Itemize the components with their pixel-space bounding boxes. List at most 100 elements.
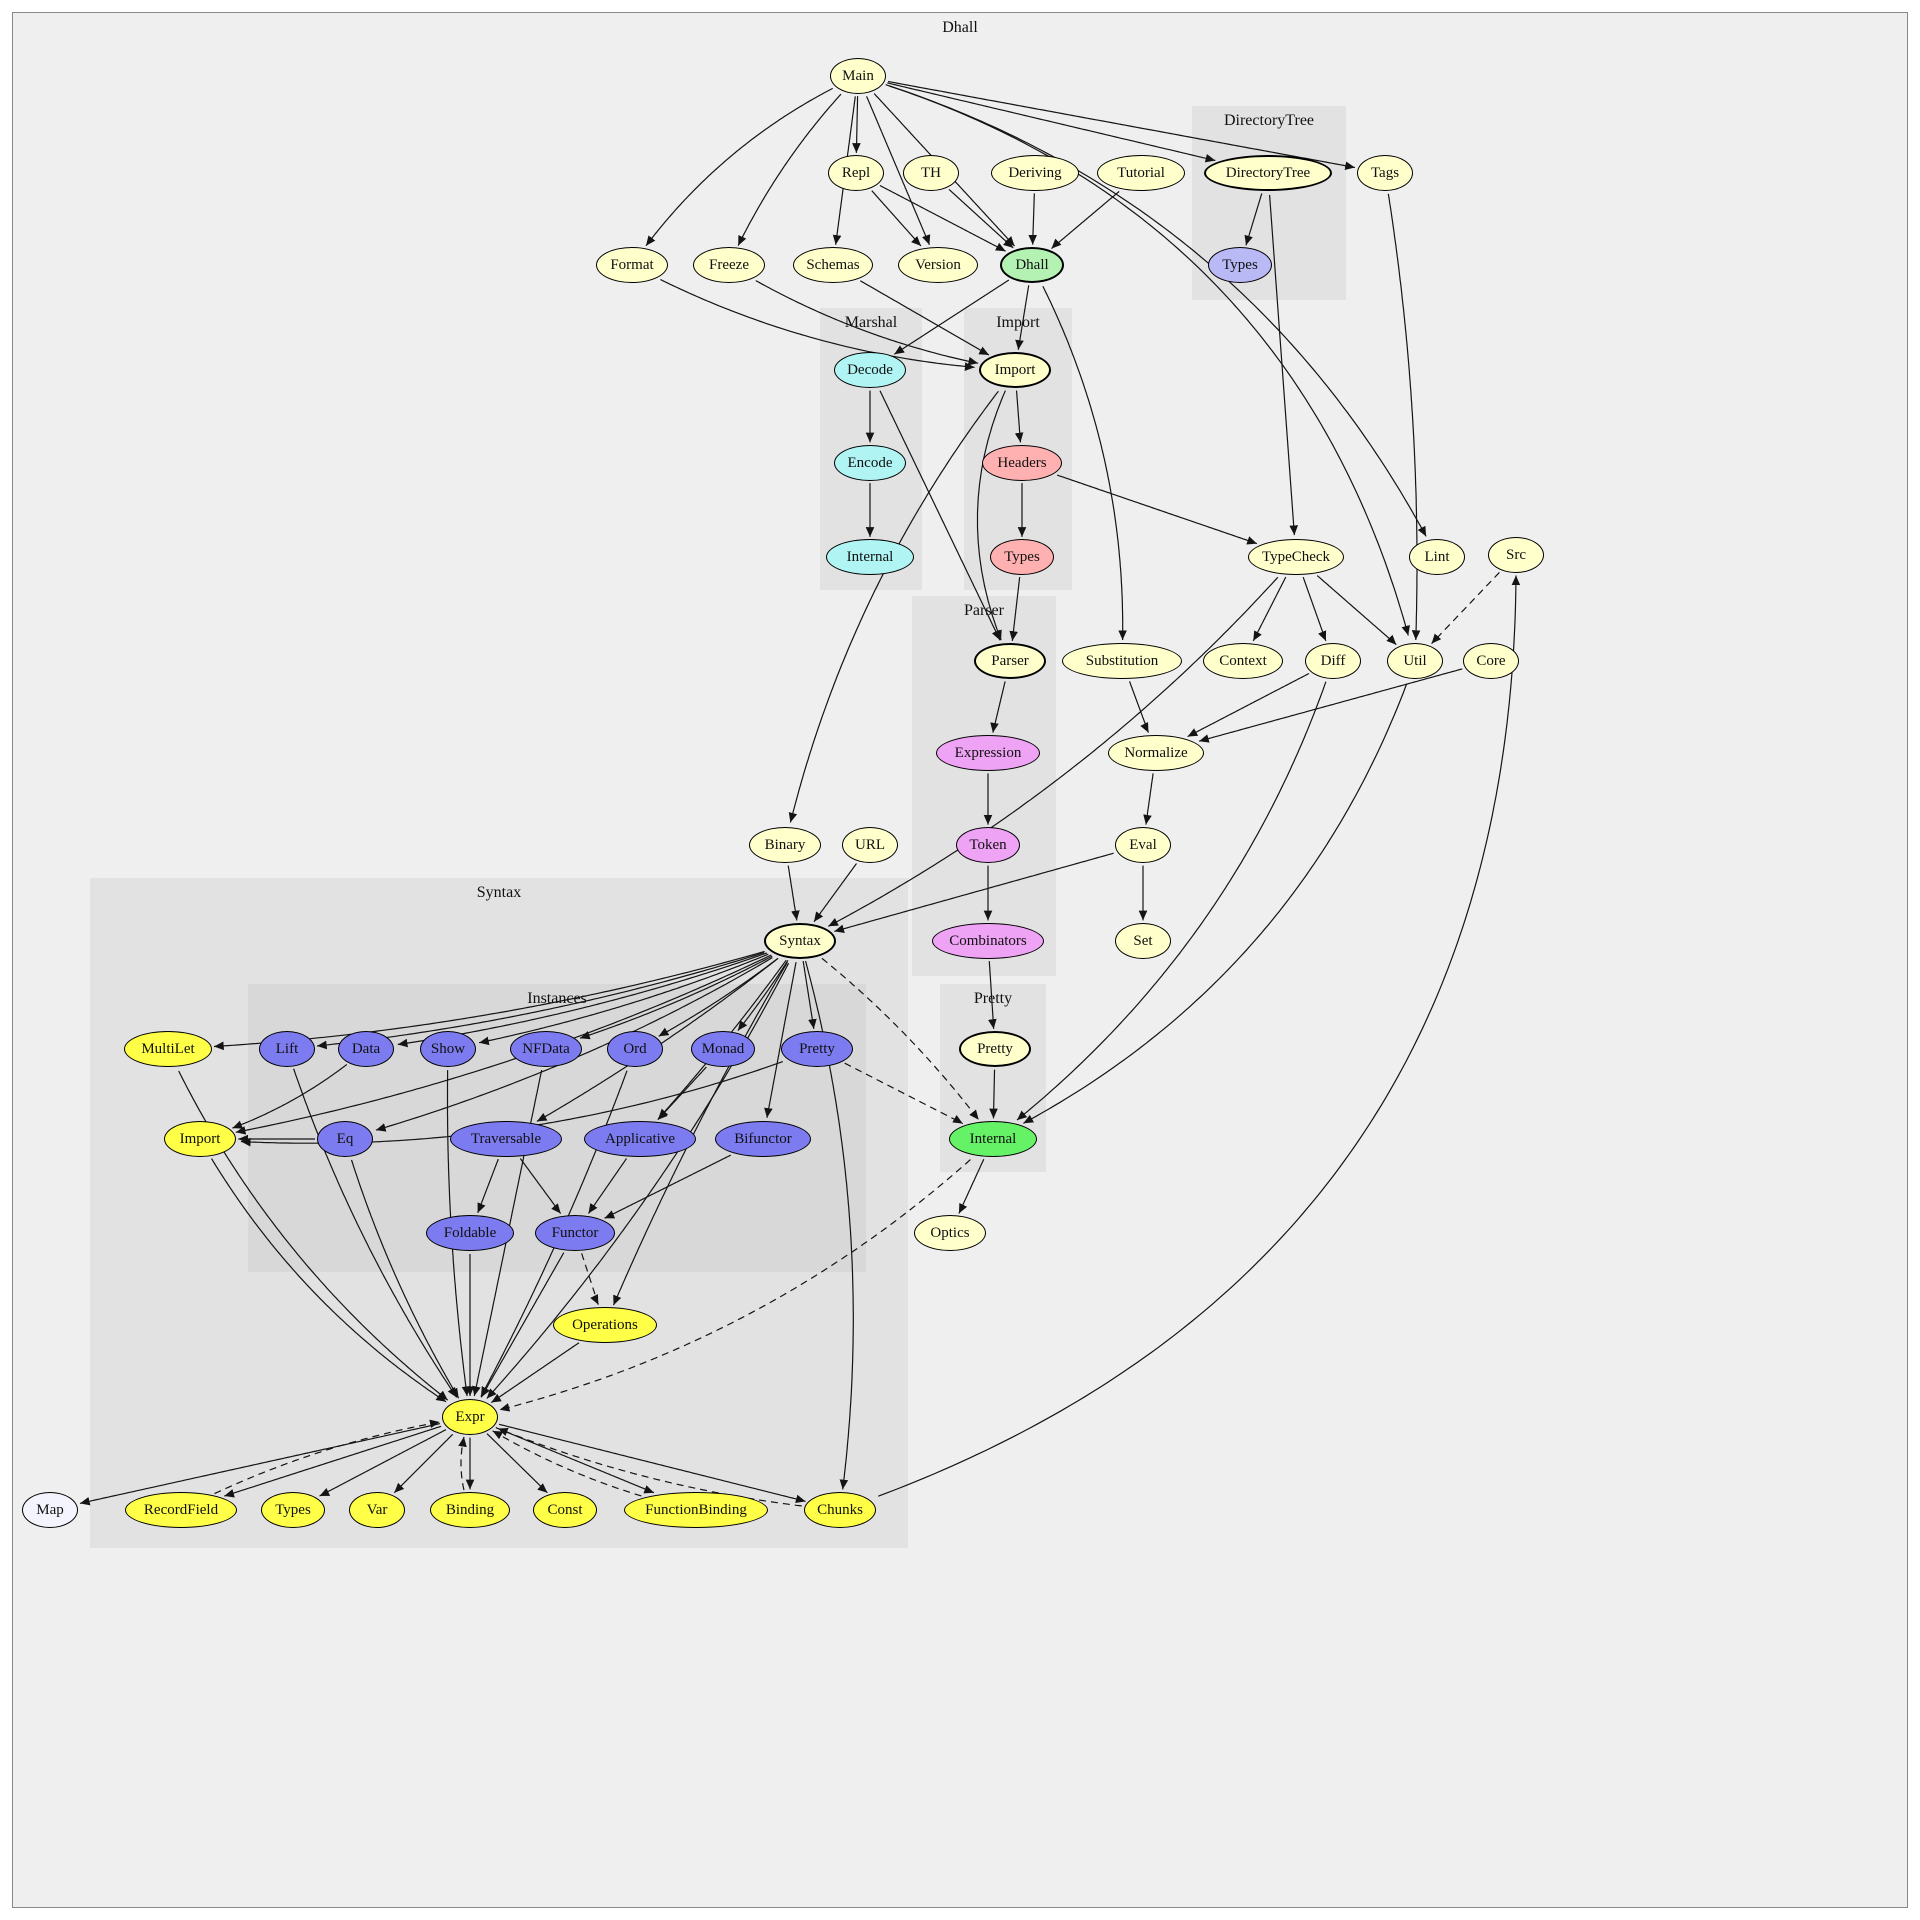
edge-combinators-pretty (988, 961, 997, 1029)
node-foldable: Foldable (426, 1215, 514, 1251)
edge-pretty_i-internal_p (844, 1062, 964, 1125)
node-label-internal_p: Internal (969, 1130, 1017, 1147)
node-binding: Binding (430, 1492, 510, 1528)
node-operations: Operations (553, 1307, 657, 1343)
edge-diff-normalize (1187, 672, 1310, 738)
node-label-core: Core (1476, 652, 1506, 669)
node-label-dhall: Dhall (1015, 256, 1049, 273)
node-label-recordfield: RecordField (143, 1501, 219, 1518)
cluster-label-syntax: Syntax (476, 884, 522, 901)
node-chunks: Chunks (804, 1492, 876, 1528)
node-context: Context (1203, 643, 1283, 679)
node-label-typecheck: TypeCheck (1261, 548, 1331, 565)
node-label-functionbinding: FunctionBinding (645, 1501, 747, 1518)
edge-syntax-show (478, 953, 769, 1046)
node-label-monad: Monad (701, 1040, 745, 1057)
edge-repl-version (871, 190, 922, 247)
edge-syntax-nfdata (579, 955, 773, 1040)
node-label-dt_types: Types (1222, 256, 1258, 273)
node-headers: Headers (982, 445, 1062, 481)
edge-expr-var (393, 1433, 454, 1494)
edge-operations-expr (490, 1342, 580, 1404)
node-eval: Eval (1115, 827, 1171, 863)
node-label-token: Token (969, 836, 1007, 853)
edge-applicative-functor (588, 1158, 627, 1214)
node-var: Var (349, 1492, 405, 1528)
node-token: Token (956, 827, 1020, 863)
edge-expr-map (79, 1423, 441, 1506)
node-label-nfdata: NFData (522, 1040, 570, 1057)
edge-expr-chunks (498, 1423, 806, 1504)
edge-main-format (645, 87, 833, 247)
node-th: TH (903, 155, 959, 191)
node-label-src: Src (1506, 546, 1526, 563)
node-label-set: Set (1133, 932, 1153, 949)
edge-dhall-substitution (1042, 286, 1127, 640)
node-label-pretty_i: Pretty (799, 1040, 835, 1057)
node-label-freeze: Freeze (709, 256, 749, 273)
cluster-label-dhall: Dhall (942, 19, 978, 36)
node-label-parser: Parser (991, 652, 1029, 669)
node-label-chunks: Chunks (817, 1501, 863, 1518)
node-version: Version (898, 247, 978, 283)
edge-binding-expr (458, 1436, 467, 1491)
node-label-directorytree: DirectoryTree (1225, 164, 1311, 181)
node-eq: Eq (317, 1121, 373, 1157)
edge-util-internal_p (1023, 683, 1408, 1124)
cluster-label-directorytree: DirectoryTree (1223, 112, 1315, 129)
node-tutorial: Tutorial (1097, 155, 1185, 191)
node-label-foldable: Foldable (443, 1224, 497, 1241)
edge-main-freeze (737, 93, 842, 246)
node-label-const: Const (547, 1501, 583, 1518)
node-expression: Expression (936, 735, 1040, 771)
node-pretty_i: Pretty (781, 1031, 853, 1067)
node-label-deriving: Deriving (1008, 164, 1062, 181)
node-label-functor: Functor (551, 1224, 599, 1241)
node-import_types: Types (990, 539, 1054, 575)
node-monad: Monad (691, 1031, 755, 1067)
node-label-data: Data (351, 1040, 381, 1057)
edge-syntax-bifunctor (764, 962, 797, 1118)
edge-expr-syntax_types (319, 1429, 447, 1497)
node-pretty: Pretty (959, 1031, 1031, 1067)
edge-substitution-normalize (1128, 681, 1150, 733)
node-data: Data (338, 1031, 394, 1067)
node-label-version: Version (915, 256, 961, 273)
edge-functor-operations (581, 1253, 599, 1305)
edge-internal_p-optics (958, 1158, 985, 1214)
node-functor: Functor (535, 1215, 615, 1251)
edge-main-util (889, 85, 1410, 636)
node-label-applicative: Applicative (605, 1130, 675, 1147)
edge-import-parser (976, 390, 1006, 641)
edge-diff-internal_p (1016, 681, 1327, 1121)
node-label-traversable: Traversable (470, 1130, 542, 1147)
node-binary: Binary (749, 827, 821, 863)
node-combinators: Combinators (932, 923, 1044, 959)
edge-typecheck-diff (1302, 576, 1327, 642)
edge-import-binary (788, 390, 999, 823)
node-const: Const (533, 1492, 597, 1528)
edge-internal_p-expr (499, 1159, 971, 1412)
node-map: Map (22, 1492, 78, 1528)
node-label-lift: Lift (275, 1040, 299, 1057)
node-label-binary: Binary (764, 836, 806, 853)
edge-functionbinding-expr (492, 1430, 642, 1497)
node-bifunctor: Bifunctor (715, 1121, 811, 1157)
node-label-repl: Repl (841, 164, 871, 181)
node-label-show: Show (430, 1040, 466, 1057)
node-label-url: URL (855, 836, 885, 853)
node-multilet: MultiLet (124, 1031, 212, 1067)
cluster-label-pretty: Pretty (973, 990, 1013, 1007)
edge-main-lint (885, 84, 1427, 537)
node-substitution: Substitution (1062, 643, 1182, 679)
node-label-substitution: Substitution (1085, 652, 1159, 669)
node-internal_p: Internal (949, 1121, 1037, 1157)
edge-recordfield-expr (214, 1419, 440, 1495)
node-repl: Repl (828, 155, 884, 191)
node-label-import: Import (994, 361, 1036, 378)
node-label-decode: Decode (847, 361, 893, 378)
edge-syntax-operations (612, 961, 788, 1306)
edge-main-repl (852, 96, 861, 153)
